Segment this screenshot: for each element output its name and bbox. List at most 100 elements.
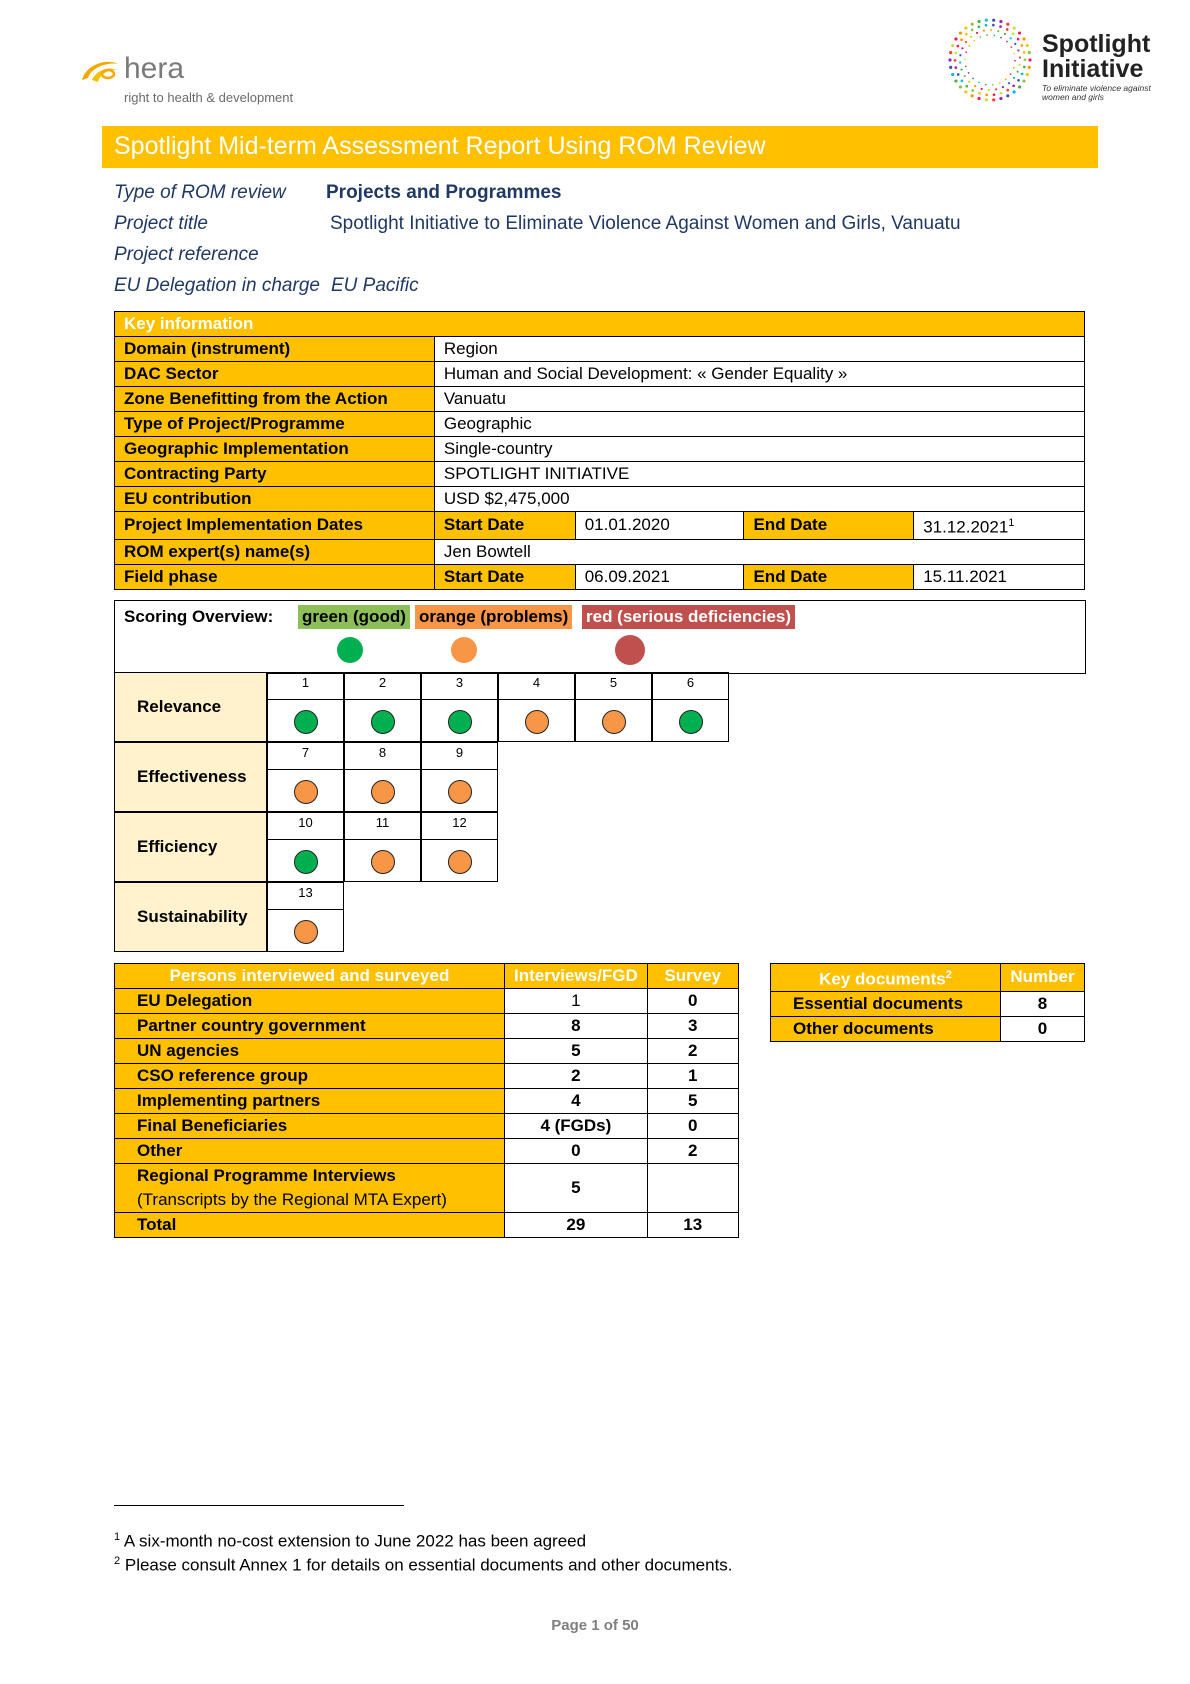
document-row-label: Other documents	[770, 1015, 1001, 1042]
key-info-label: Contracting Party	[114, 461, 435, 487]
question-number: 6	[652, 672, 729, 700]
question-number: 1	[267, 672, 344, 700]
question-number: 10	[267, 812, 344, 840]
survey-value: 0	[646, 988, 739, 1014]
interviews-value: 5	[504, 1163, 648, 1213]
persons-row-label: Implementing partners	[114, 1088, 505, 1114]
field-end-date: 15.11.2021	[913, 563, 1085, 590]
legend-red: red (serious deficiencies)	[582, 605, 796, 629]
experts-value: Jen Bowtell	[433, 538, 1086, 565]
question-score-cell	[344, 839, 421, 882]
legend-green-dot	[337, 637, 363, 663]
question-score-cell	[344, 769, 421, 812]
meta-value-eu-delegation: EU Pacific	[331, 275, 419, 296]
field-start-date: 06.09.2021	[574, 563, 745, 590]
criterion-efficiency: Efficiency	[114, 812, 267, 882]
key-documents-header: Key documents2	[770, 963, 1001, 992]
si-name-line-1: Spotlight	[1042, 30, 1151, 58]
interviews-value: 2	[504, 1063, 648, 1089]
field-start-label: Start Date	[433, 563, 576, 590]
legend-orange: orange (problems)	[415, 605, 573, 629]
page-number: Page 1 of 50	[551, 1617, 639, 1634]
persons-interviewed-table: Persons interviewed and surveyed Intervi…	[114, 963, 739, 1238]
score-dot-green	[679, 709, 703, 734]
footnote-text: Please consult Annex 1 for details on es…	[124, 1555, 733, 1575]
legend-red-dot	[615, 635, 645, 665]
interviews-value: 5	[504, 1038, 648, 1064]
score-dot-orange	[602, 709, 626, 734]
meta-label-review-type: Type of ROM review	[114, 182, 286, 203]
question-number: 11	[344, 812, 421, 840]
footnote-ref: 2	[945, 969, 952, 981]
question-number: 4	[498, 672, 575, 700]
footnote-text: A six-month no-cost extension to June 20…	[123, 1531, 587, 1551]
experts-label: ROM expert(s) name(s)	[114, 538, 435, 565]
key-info-label: DAC Sector	[114, 361, 435, 387]
interviews-value: 4	[504, 1088, 648, 1114]
key-info-value: Vanuatu	[433, 386, 1086, 412]
spotlight-initiative-logo: Spotlight Initiative To eliminate violen…	[940, 14, 1160, 106]
question-score-cell	[267, 769, 344, 812]
meta-label-eu-delegation: EU Delegation in charge	[114, 275, 320, 296]
key-info-label: Type of Project/Programme	[114, 411, 435, 437]
persons-row-label: CSO reference group	[114, 1063, 505, 1089]
survey-value: 0	[646, 1113, 739, 1139]
score-dot-green	[294, 709, 318, 734]
impl-dates-label: Project Implementation Dates	[114, 511, 435, 540]
survey-value: 3	[646, 1013, 739, 1039]
report-title-bar: Spotlight Mid-term Assessment Report Usi…	[102, 126, 1098, 168]
regional-sublabel: (Transcripts by the Regional MTA Expert)	[137, 1190, 447, 1209]
field-phase-label: Field phase	[114, 563, 435, 590]
regional-label: Regional Programme Interviews	[137, 1166, 396, 1185]
footnote-number: 2	[114, 1555, 121, 1567]
key-documents-header-text: Key documents	[819, 969, 946, 989]
criterion-label: Efficiency	[137, 837, 218, 856]
score-dot-green	[371, 709, 395, 734]
field-end-label: End Date	[743, 563, 915, 590]
question-number: 5	[575, 672, 652, 700]
key-info-label: EU contribution	[114, 486, 435, 512]
question-score-cell	[575, 699, 652, 742]
document-count: 8	[1000, 990, 1085, 1017]
score-dot-orange	[294, 919, 318, 944]
spotlight-ring-icon	[948, 18, 1032, 102]
report-title: Spotlight Mid-term Assessment Report Usi…	[114, 132, 766, 160]
criterion-effectiveness: Effectiveness	[114, 742, 267, 812]
total-interviews: 29	[504, 1212, 648, 1238]
question-number: 2	[344, 672, 421, 700]
criterion-sustainability: Sustainability	[114, 882, 267, 952]
question-number: 9	[421, 742, 498, 770]
key-information-table: Key information Domain (instrument)Regio…	[114, 311, 1086, 590]
persons-header: Persons interviewed and surveyed	[114, 963, 505, 989]
score-dot-orange	[448, 849, 472, 874]
survey-value	[646, 1163, 739, 1213]
persons-row-label: Partner country government	[114, 1013, 505, 1039]
key-info-value: Region	[433, 336, 1086, 362]
key-info-value: USD $2,475,000	[433, 486, 1086, 512]
criterion-relevance: Relevance	[114, 672, 267, 742]
meta-value-review-type: Projects and Programmes	[326, 182, 562, 203]
score-dot-green	[294, 849, 318, 874]
score-dot-orange	[448, 779, 472, 804]
survey-value: 2	[646, 1038, 739, 1064]
score-dot-orange	[371, 779, 395, 804]
question-score-cell	[267, 699, 344, 742]
key-info-value: SPOTLIGHT INITIATIVE	[433, 461, 1086, 487]
si-tagline: To eliminate violence against women and …	[1042, 83, 1151, 102]
document-row-label: Essential documents	[770, 990, 1001, 1017]
question-score-cell	[421, 699, 498, 742]
footnote-separator	[114, 1505, 404, 1506]
scoring-overview-label: Scoring Overview:	[124, 607, 274, 626]
impl-end-label: End Date	[743, 511, 915, 540]
key-info-value: Single-country	[433, 436, 1086, 462]
question-score-cell	[498, 699, 575, 742]
hera-logo: hera right to health & development	[78, 50, 338, 110]
question-score-cell	[344, 699, 421, 742]
score-dot-orange	[371, 849, 395, 874]
question-number: 8	[344, 742, 421, 770]
meta-label-project-reference: Project reference	[114, 244, 259, 265]
footnote-2: 2 Please consult Annex 1 for details on …	[114, 1555, 733, 1576]
persons-row-label: Final Beneficiaries	[114, 1113, 505, 1139]
total-survey: 13	[646, 1212, 739, 1238]
criterion-label: Sustainability	[137, 907, 248, 926]
